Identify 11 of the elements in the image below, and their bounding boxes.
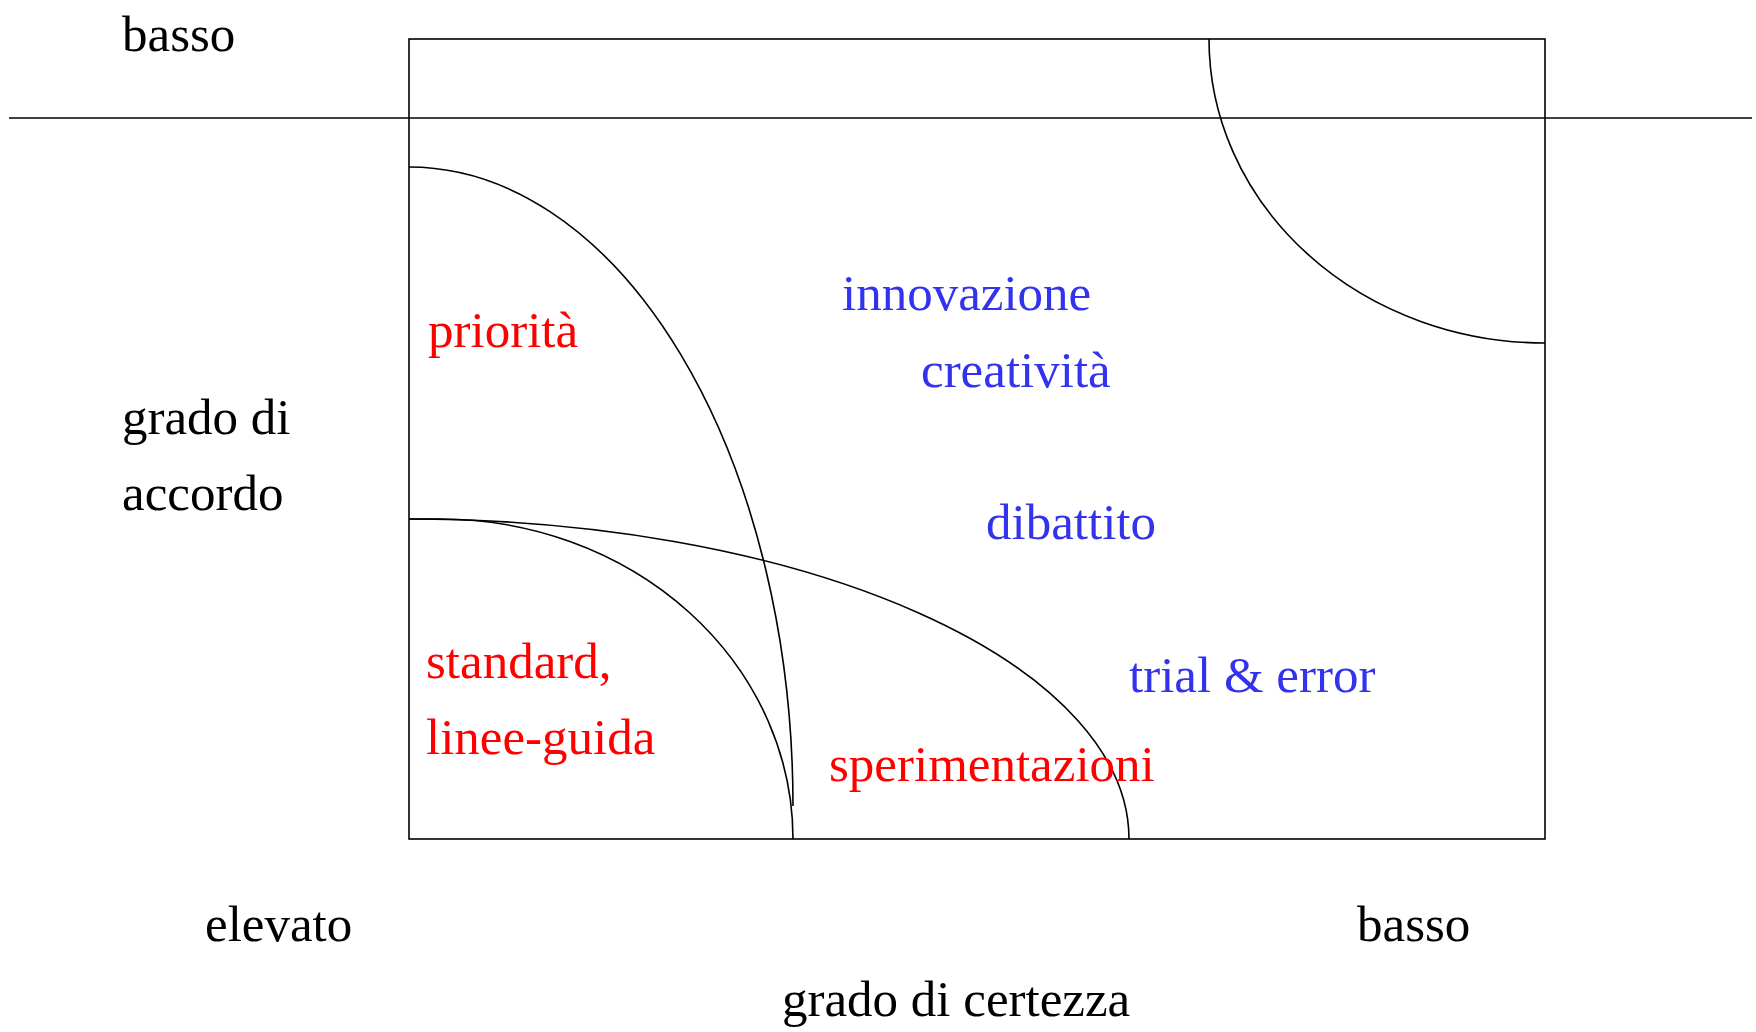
zone-label: creatività xyxy=(921,341,1111,400)
axis-title: grado di certezza xyxy=(782,970,1131,1029)
zone-label: innovazione xyxy=(842,264,1092,323)
axis-label: basso xyxy=(122,5,236,64)
zone-label: trial & error xyxy=(1129,646,1376,705)
axis-label: elevato xyxy=(205,895,353,954)
zone-label: priorità xyxy=(428,301,579,360)
axis-label: basso xyxy=(1357,895,1471,954)
axis-title: grado di accordo xyxy=(122,388,292,523)
zone-label: dibattito xyxy=(986,493,1156,552)
zone-label: standard, linee-guida xyxy=(426,632,657,767)
